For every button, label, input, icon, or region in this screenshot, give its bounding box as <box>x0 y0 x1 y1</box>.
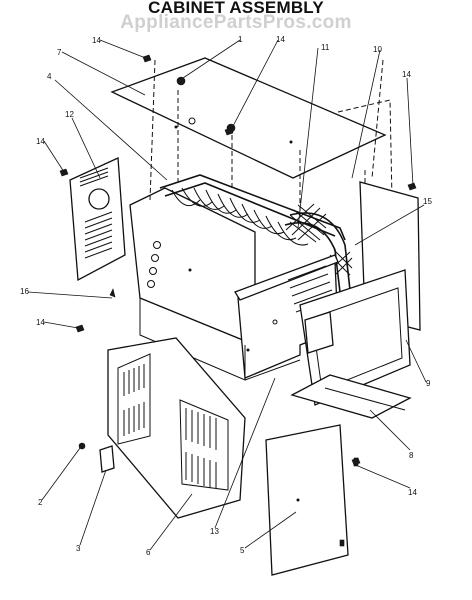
callout-3: 3 <box>76 544 81 553</box>
callout-16: 16 <box>20 287 29 296</box>
callout-15: 15 <box>423 197 432 206</box>
side-louver-panel <box>69 157 126 282</box>
callout-14-c: 14 <box>402 70 411 79</box>
front-grille <box>99 337 246 519</box>
diagram-title: CABINET ASSEMBLY <box>148 0 324 17</box>
callout-13: 13 <box>210 527 219 536</box>
callout-14-f: 14 <box>408 488 417 497</box>
chassis <box>129 59 353 346</box>
access-door <box>265 424 359 576</box>
callout-1: 1 <box>238 35 243 44</box>
callout-9: 9 <box>426 379 431 388</box>
watermark-text: AppliancePartsPros.com <box>120 12 352 33</box>
callout-4: 4 <box>47 72 52 81</box>
bottom-shield <box>290 374 412 419</box>
callout-6: 6 <box>146 548 151 557</box>
front-frame <box>299 269 411 406</box>
callout-5: 5 <box>240 546 245 555</box>
callout-14-b: 14 <box>276 35 285 44</box>
callout-2: 2 <box>38 498 43 507</box>
callout-12: 12 <box>65 110 74 119</box>
callout-7: 7 <box>57 48 62 57</box>
center-bulkhead <box>234 254 339 379</box>
callout-14-d: 14 <box>36 137 45 146</box>
callout-8: 8 <box>409 451 414 460</box>
leader-lines <box>27 39 427 551</box>
callout-10: 10 <box>373 45 382 54</box>
callout-14-a: 14 <box>92 36 101 45</box>
callout-14-e: 14 <box>36 318 45 327</box>
screws <box>59 54 417 466</box>
callout-11: 11 <box>321 43 330 52</box>
callout-numbers: 7 14 1 14 11 10 14 15 4 12 14 16 14 9 8 … <box>20 35 432 557</box>
